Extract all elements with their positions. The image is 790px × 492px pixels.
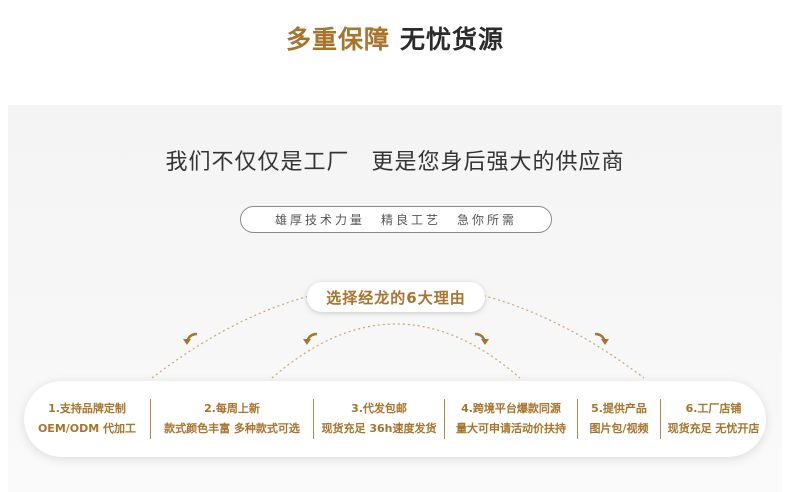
reason-item: 1.支持品牌定制 OEM/ODM 代加工 [24, 381, 150, 457]
curved-arrow-icon [594, 332, 609, 345]
reason-title: 5.提供产品 [591, 402, 647, 415]
reason-item: 4.跨境平台爆款同源 量大可申请活动价扶持 [445, 381, 577, 457]
reason-desc: 款式颜色丰富 多种款式可选 [164, 422, 300, 435]
title-highlight: 多重保障 [285, 25, 390, 54]
page-title: 多重保障无忧货源 [0, 22, 790, 58]
reasons-bar: 1.支持品牌定制 OEM/ODM 代加工 2.每周上新 款式颜色丰富 多种款式可… [24, 381, 766, 457]
curved-arrow-icon [183, 332, 198, 345]
tagline-item: 急你所需 [457, 213, 518, 227]
slogan: 我们不仅仅是工厂更是您身后强大的供应商 [0, 146, 790, 180]
reason-item: 6.工厂店铺 现货充足 无忧开店 [661, 381, 766, 457]
divider [444, 399, 445, 439]
divider [577, 399, 578, 439]
reason-item: 3.代发包邮 现货充足 36h速度发货 [314, 381, 444, 457]
reason-item: 5.提供产品 图片包/视频 [578, 381, 660, 457]
curved-arrow-icon [474, 332, 489, 345]
inner-arc [271, 323, 521, 379]
reason-title: 4.跨境平台爆款同源 [461, 402, 561, 415]
reasons-title: 选择经龙的6大理由 [307, 282, 485, 312]
reason-desc: 现货充足 36h速度发货 [321, 422, 437, 435]
reason-desc: OEM/ODM 代加工 [37, 422, 137, 435]
divider [660, 399, 661, 439]
curved-arrow-icon [303, 332, 318, 345]
reason-desc: 现货充足 无忧开店 [667, 422, 760, 435]
reason-title: 6.工厂店铺 [685, 402, 742, 415]
tagline-item: 雄厚技术力量 [274, 213, 365, 227]
reason-item: 2.每周上新 款式颜色丰富 多种款式可选 [151, 381, 313, 457]
divider [150, 399, 151, 439]
divider [313, 399, 314, 439]
reason-title: 1.支持品牌定制 [48, 402, 126, 415]
title-main: 无忧货源 [400, 25, 505, 54]
reason-desc: 图片包/视频 [589, 422, 649, 435]
outer-arc [151, 283, 645, 379]
reason-title: 3.代发包邮 [351, 402, 407, 415]
reason-desc: 量大可申请活动价扶持 [456, 422, 566, 435]
tagline-item: 精良工艺 [380, 213, 441, 227]
slogan-part1: 我们不仅仅是工厂 [165, 150, 350, 175]
slogan-part2: 更是您身后强大的供应商 [371, 150, 625, 175]
reason-title: 2.每周上新 [204, 402, 260, 415]
tagline-pill: 雄厚技术力量 精良工艺 急你所需 [240, 206, 552, 233]
